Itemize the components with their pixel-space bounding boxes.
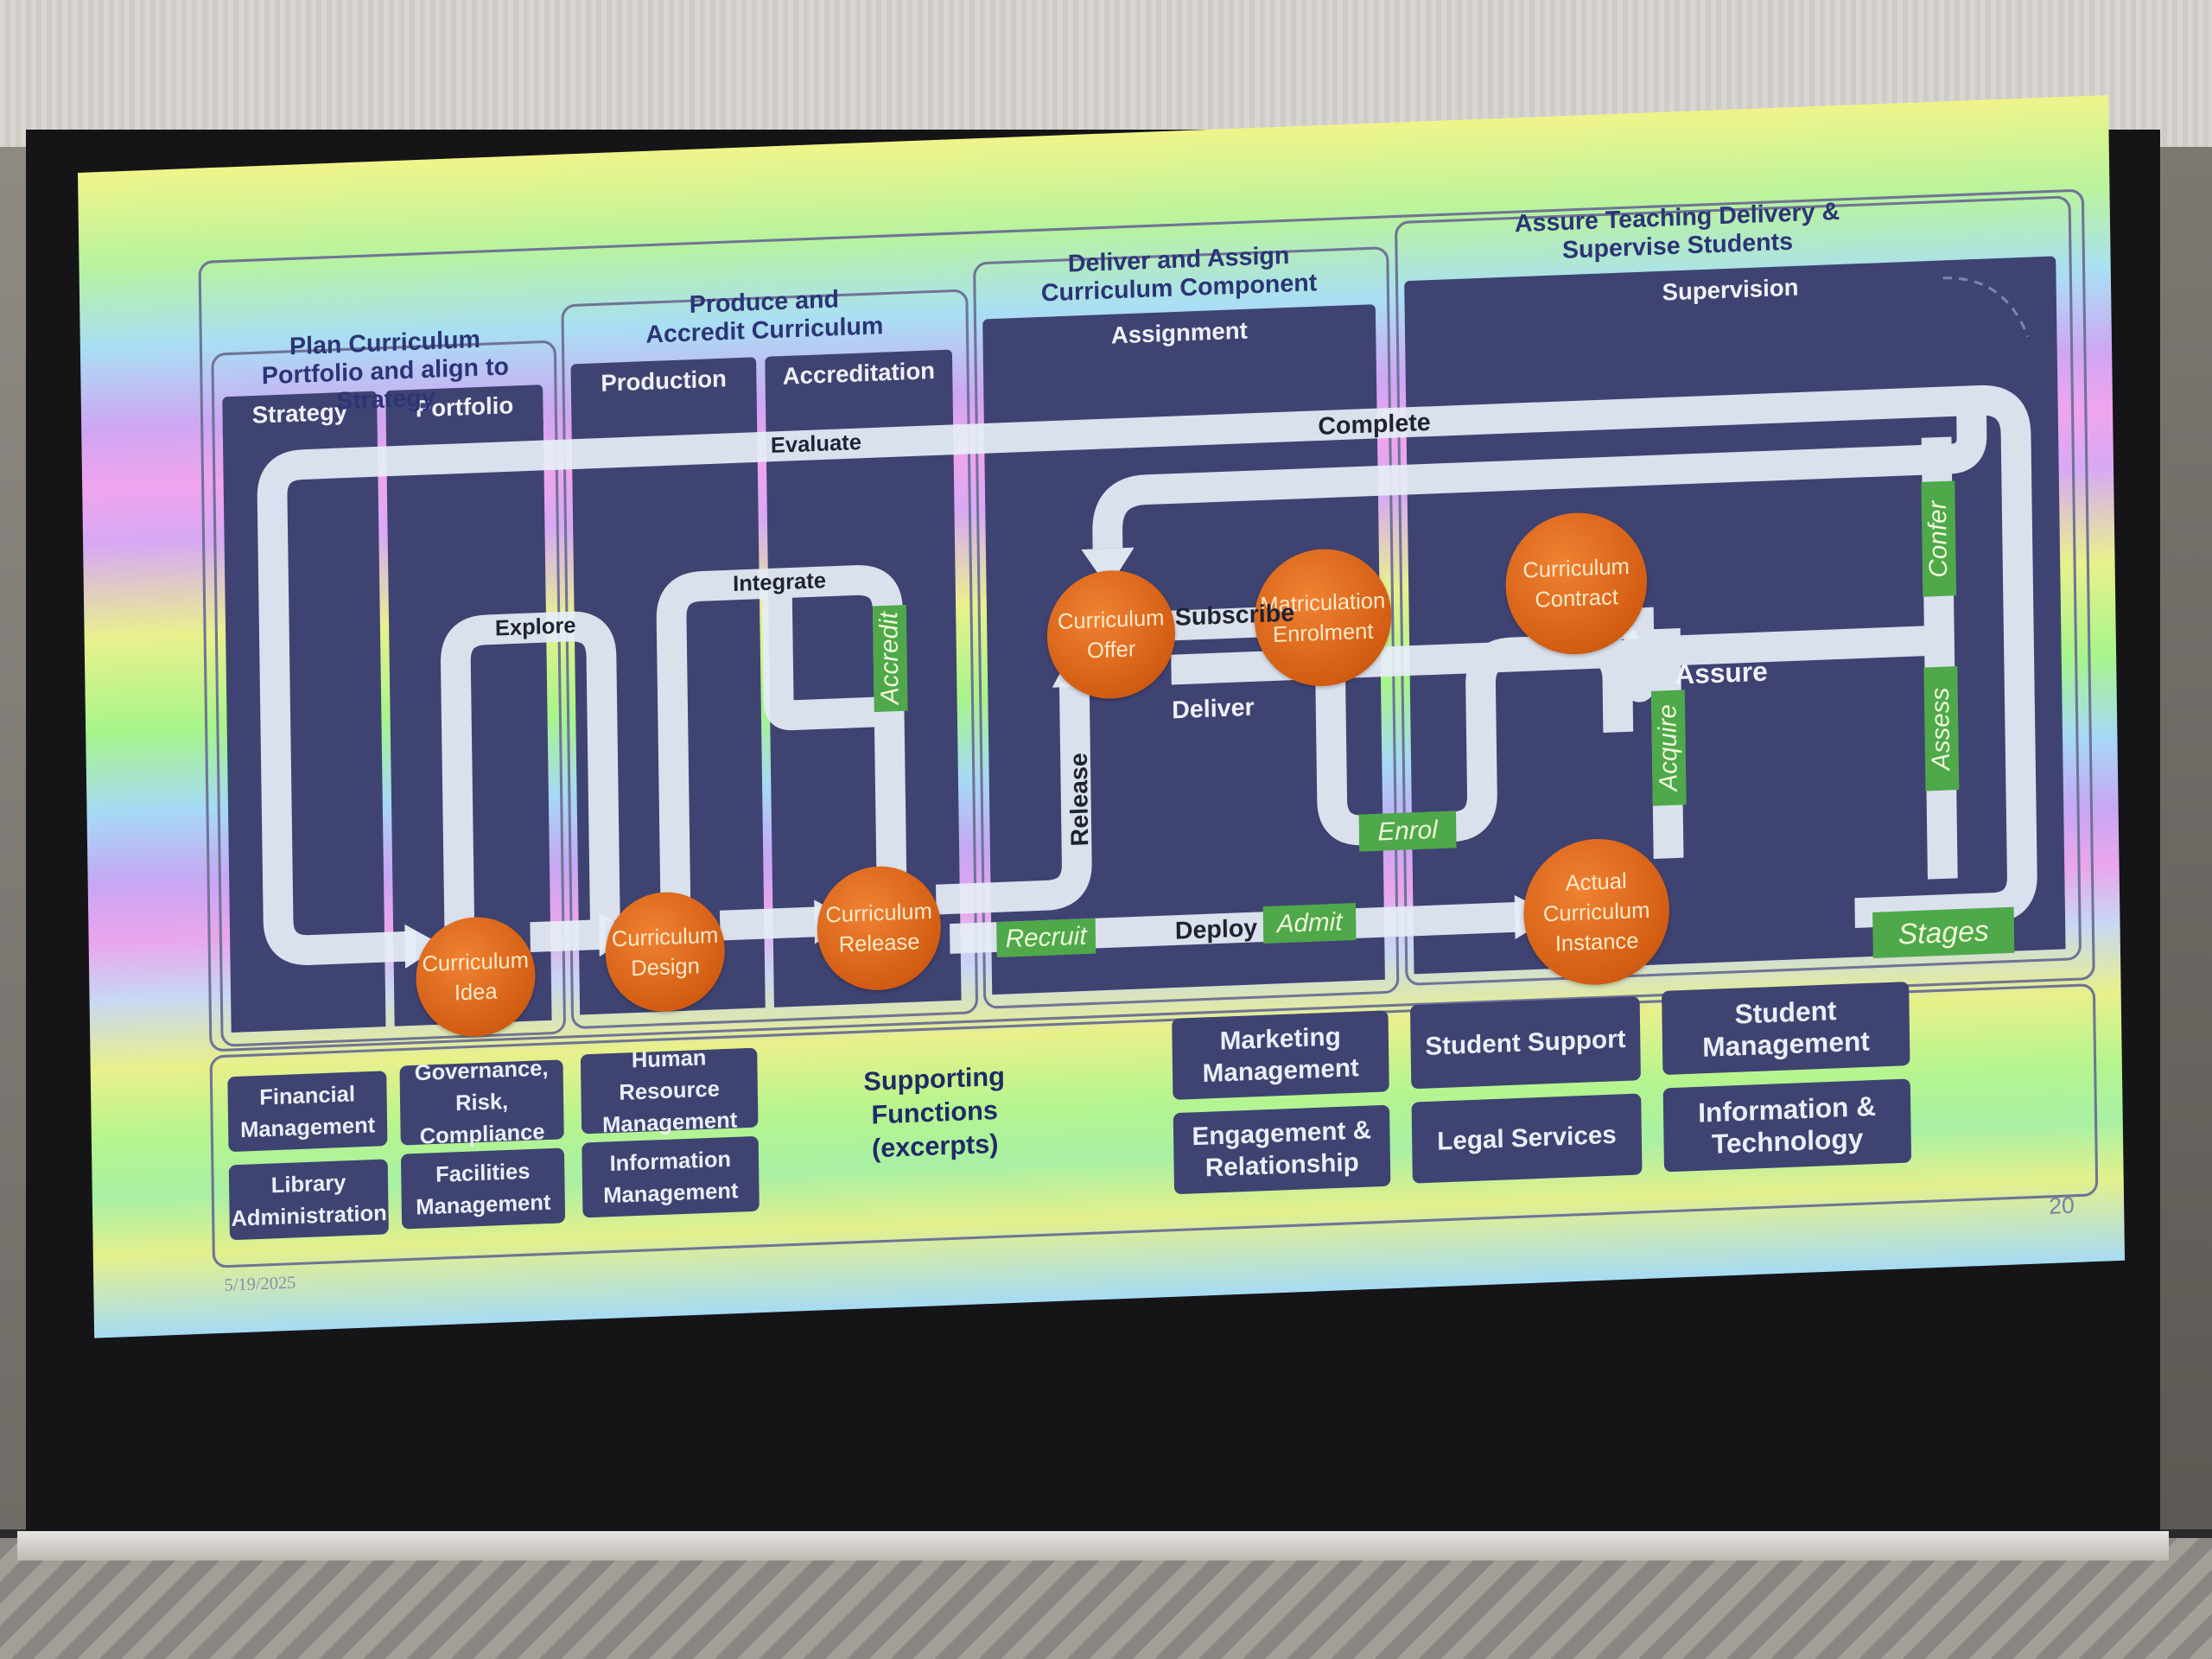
confer-dashed-arc — [1942, 276, 2030, 338]
flow-track-integrate — [656, 565, 907, 915]
tag-accredit: Accredit — [872, 604, 908, 713]
screen-bottom-bar — [17, 1531, 2169, 1560]
support-library-administration: Library Administration — [228, 1159, 389, 1241]
projection-screen: Strategy Portfolio Production Accreditat… — [26, 95, 2160, 1547]
support-information-management: Information Management — [582, 1135, 760, 1218]
support-human-resource-management: Human Resource Management — [580, 1046, 759, 1138]
arrowhead-idea — [404, 924, 442, 969]
flow-label-explore: Explore — [494, 613, 576, 641]
flow-label-assure: Assure — [1675, 655, 1768, 690]
flow-label-complete: Complete — [1318, 408, 1431, 440]
flow-track-accredit-back — [762, 595, 890, 731]
flow-label-release: Release — [1065, 752, 1094, 848]
tag-acquire: Acquire — [1650, 690, 1687, 806]
flow-label-deliver: Deliver — [1171, 693, 1255, 724]
tag-admit: Admit — [1262, 903, 1357, 944]
support-marketing-management: Marketing Management — [1172, 1010, 1389, 1100]
support-governance-risk-compliance: Governance, Risk, Compliance — [399, 1056, 564, 1149]
slide: Strategy Portfolio Production Accreditat… — [78, 95, 2126, 1338]
flow-label-subscribe: Subscribe — [1174, 599, 1295, 631]
flow-label-deploy: Deploy — [1174, 913, 1258, 944]
support-legal-services: Legal Services — [1411, 1093, 1643, 1184]
tag-stages: Stages — [1872, 906, 2015, 959]
tag-enrol: Enrol — [1358, 810, 1457, 852]
tag-confer: Confer — [1921, 480, 1957, 597]
slide-page-number: 20 — [2049, 1192, 2075, 1219]
flow-track-subscribe — [1170, 607, 1260, 641]
support-engagement-relationship: Engagement & Relationship — [1173, 1104, 1391, 1195]
flow-track-complete — [1092, 400, 1987, 550]
support-student-support: Student Support — [1409, 996, 1641, 1090]
flow-track-idea-design — [530, 918, 606, 953]
flow-track-design-release — [720, 906, 823, 941]
flow-track-explore — [441, 611, 620, 928]
tag-assess: Assess — [1923, 665, 1960, 791]
flow-track-evaluate — [257, 385, 2037, 965]
support-facilities-management: Facilities Management — [400, 1147, 566, 1230]
tag-recruit: Recruit — [996, 918, 1096, 957]
arrowhead-complete — [1081, 547, 1135, 588]
flow-track-release — [936, 681, 1092, 915]
flow-label-integrate: Integrate — [732, 568, 827, 597]
supporting-functions-title: Supporting Functions (excerpts) — [863, 1062, 1006, 1164]
support-financial-management: Financial Management — [227, 1071, 388, 1153]
support-student-management: Student Management — [1662, 982, 1910, 1076]
slide-date: 5/19/2025 — [224, 1273, 296, 1295]
flow-track-enrol — [1314, 634, 1634, 846]
flow-label-evaluate: Evaluate — [770, 429, 862, 459]
support-information-technology: Information & Technology — [1662, 1078, 1912, 1173]
